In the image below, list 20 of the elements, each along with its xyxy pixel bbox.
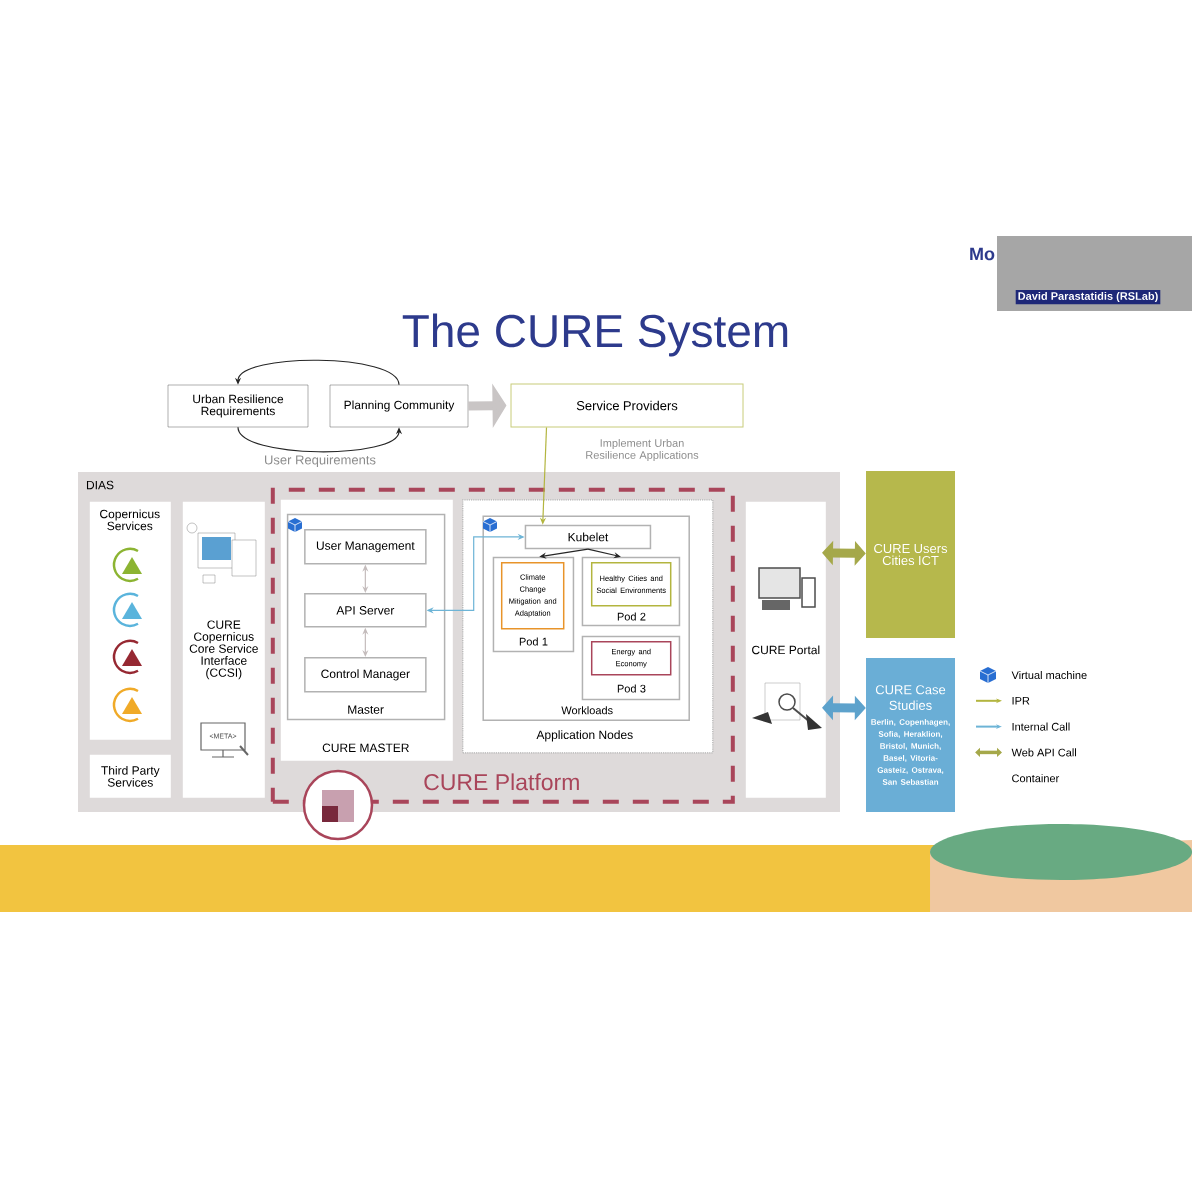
title: The CURE System [402, 313, 788, 357]
services-panel: Third Party Services [89, 754, 171, 798]
label: Mo [970, 247, 995, 261]
node-label: Implement Urban Resilience Applications [586, 438, 699, 462]
process-box: Planning Community [329, 384, 469, 428]
process-box: Kubelet [524, 524, 652, 550]
process-box: Control Manager [304, 657, 427, 693]
legend-entry: IPR [975, 697, 1030, 705]
arrow [822, 695, 866, 721]
legend-entry: Web API Call [975, 747, 1076, 758]
process-box: Service Providers Implement Urban Resilience Applications [510, 383, 744, 462]
process-box: API Server [304, 593, 427, 628]
process-box: Urban Resilience Requirements [167, 384, 309, 428]
legend-entry: Container [1012, 774, 1060, 783]
users-box: CURE Users Cities ICT [866, 471, 955, 638]
case-studies-box: CURE Case Studies Berlin, Copenhagen, Sofia, Heraklion, Bristol, Munich, Basel, Vitoria-Gasteiz, Ostrava, San Sebastian [866, 658, 955, 812]
legend-entry: Internal Call [975, 722, 1070, 731]
label: User Requirements [265, 454, 376, 468]
process-box: User Management [304, 529, 427, 565]
legend-entry: Virtual machine [979, 667, 1087, 684]
